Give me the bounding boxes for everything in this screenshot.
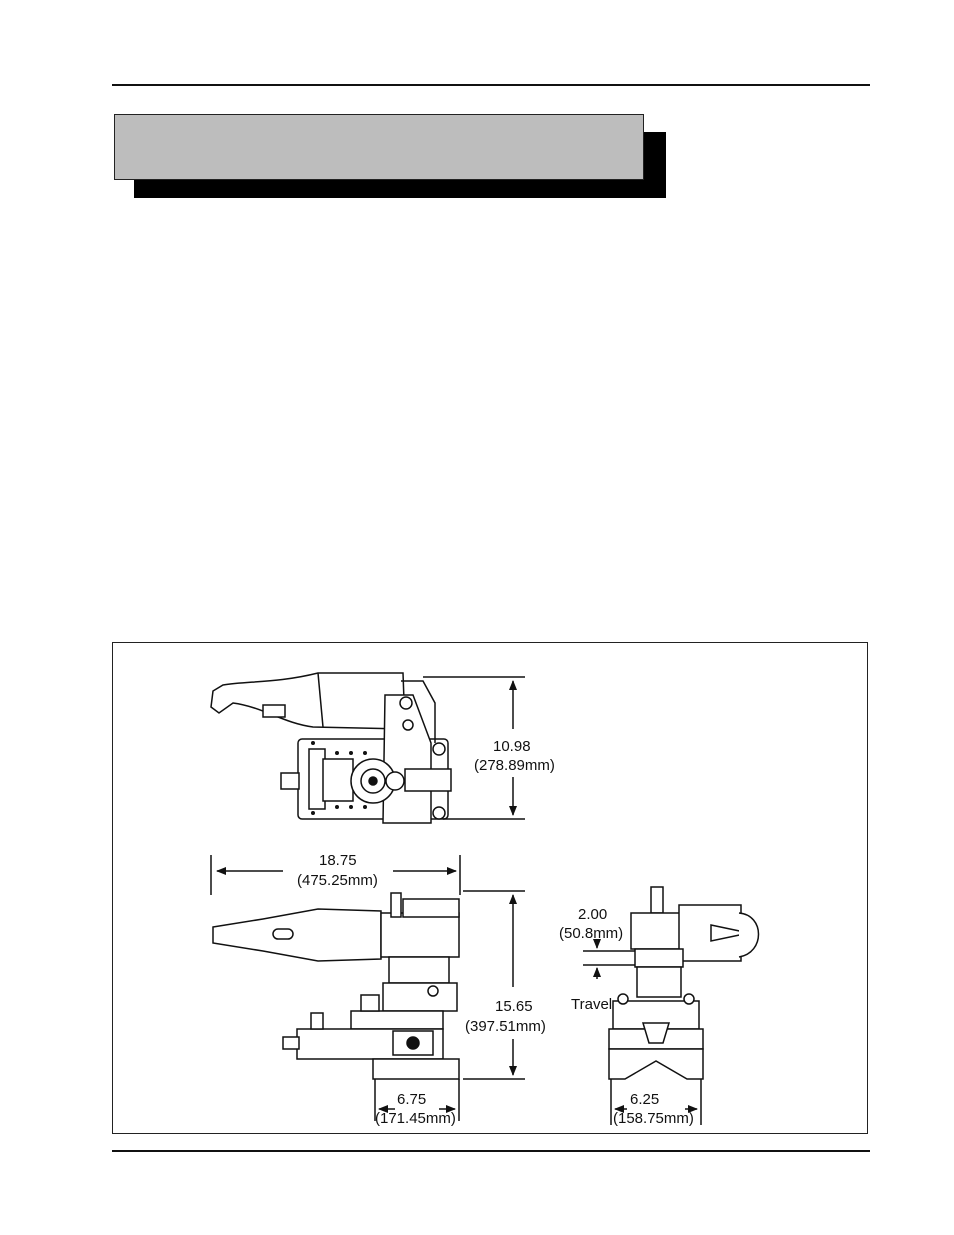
end-travel-dimension xyxy=(583,939,635,979)
end-view-drawing xyxy=(608,886,760,1080)
front-base-in: 6.75 xyxy=(397,1091,426,1108)
front-length-in: 18.75 xyxy=(319,852,357,869)
side-view-drawing xyxy=(210,672,452,824)
footer-rule xyxy=(112,1150,870,1152)
side-height-dimension xyxy=(423,676,525,820)
end-travel-label: Travel xyxy=(571,996,612,1013)
dimension-figure: 10.98 (278.89mm) 18.75 (475.25mm) xyxy=(112,642,868,1134)
dimension-drawing: 10.98 (278.89mm) 18.75 (475.25mm) xyxy=(210,672,760,1127)
end-width-mm: (158.75mm) xyxy=(613,1110,694,1127)
front-length-dimension xyxy=(210,855,461,895)
header-rule xyxy=(112,84,870,86)
side-height-mm: (278.89mm) xyxy=(474,757,555,774)
side-height-in: 10.98 xyxy=(493,738,531,755)
front-height-dimension xyxy=(463,890,525,1080)
front-base-dimension xyxy=(374,1079,460,1121)
front-view-drawing xyxy=(212,892,460,1080)
front-base-mm: (171.45mm) xyxy=(375,1110,456,1127)
end-travel-mm: (50.8mm) xyxy=(559,925,623,942)
front-height-in: 15.65 xyxy=(495,998,533,1015)
section-title-box xyxy=(114,114,644,180)
front-height-mm: (397.51mm) xyxy=(465,1018,546,1035)
end-width-in: 6.25 xyxy=(630,1091,659,1108)
end-travel-in: 2.00 xyxy=(578,906,607,923)
front-length-mm: (475.25mm) xyxy=(297,872,378,889)
end-width-dimension xyxy=(610,1079,702,1125)
